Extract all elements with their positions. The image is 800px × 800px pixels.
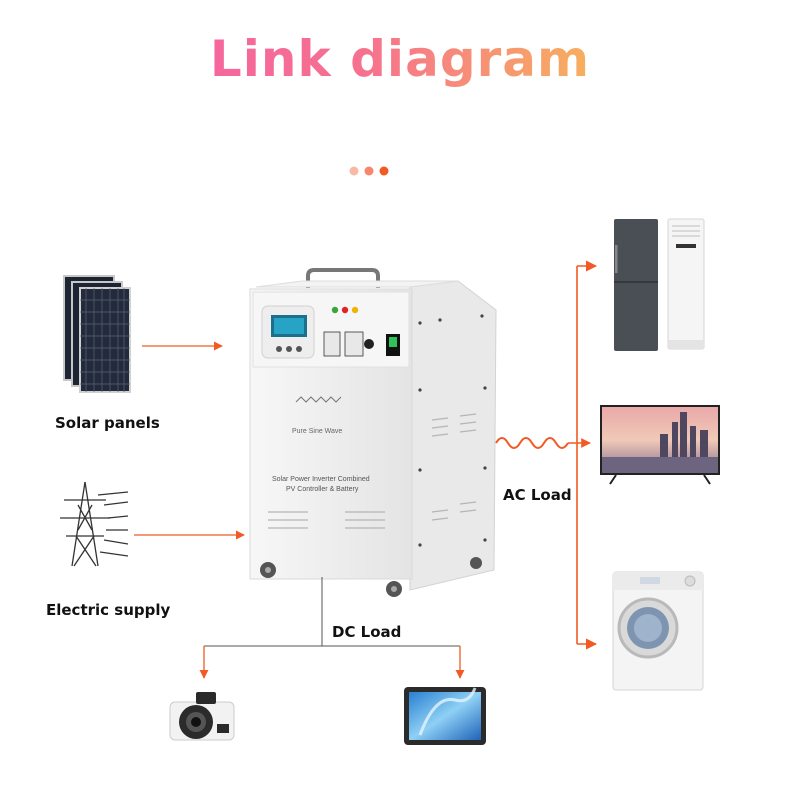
dot-light	[349, 166, 359, 176]
decorative-dots	[349, 166, 389, 176]
dot-mid	[364, 166, 374, 176]
camera-icon	[169, 692, 235, 741]
ac-wave	[495, 437, 569, 449]
label-solar-panels: Solar panels	[55, 414, 160, 432]
dc-connector	[204, 577, 460, 647]
air-conditioner-icon	[667, 218, 705, 350]
refrigerator-icon	[614, 219, 658, 351]
page-title: Link diagram	[0, 30, 800, 88]
solar-panels-icon	[63, 275, 131, 393]
inverter-unit	[249, 268, 497, 597]
power-tower-icon	[60, 481, 129, 567]
tablet-icon	[404, 687, 486, 745]
label-ac-load: AC Load	[503, 486, 572, 504]
label-dc-load: DC Load	[332, 623, 402, 641]
device-panel-text-2: Solar Power Inverter Combined	[272, 476, 370, 483]
television-icon	[600, 405, 720, 485]
washing-machine-icon	[612, 571, 704, 691]
device-panel-text-3: PV Controller & Battery	[286, 486, 359, 493]
device-panel-text-1: Pure Sine Wave	[292, 428, 343, 435]
dot-dark	[379, 166, 389, 176]
label-electric-supply: Electric supply	[46, 601, 171, 619]
